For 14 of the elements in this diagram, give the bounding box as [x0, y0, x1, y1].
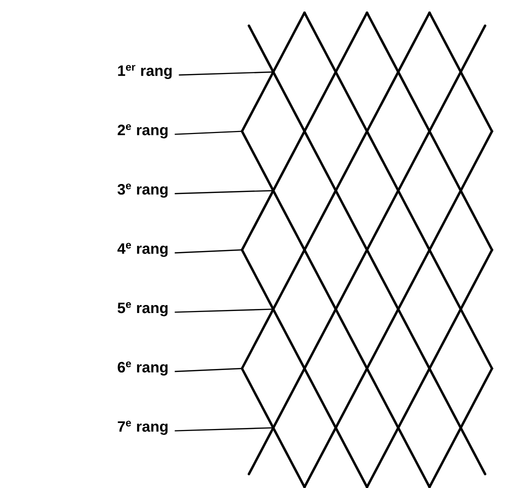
row-label: 1$^{er}$ rang — [118, 64, 172, 80]
row-label: 2$^{e}$ rang — [118, 124, 168, 138]
leader-line — [178, 71, 274, 76]
leader-line — [174, 130, 242, 135]
leader-line — [174, 249, 242, 254]
row-label: 4$^{e}$ rang — [117, 242, 168, 257]
row-label: 6$^{e}$ rang — [118, 361, 168, 376]
row-label: 3$^{e}$ rang — [118, 184, 168, 198]
leader-line — [174, 190, 274, 194]
row-label: 7$^{e}$ rang — [118, 420, 168, 435]
leader-line — [174, 308, 274, 313]
leader-line — [174, 427, 274, 432]
row-label: 5$^{e}$ rang — [118, 302, 168, 316]
leader-line — [174, 368, 242, 372]
